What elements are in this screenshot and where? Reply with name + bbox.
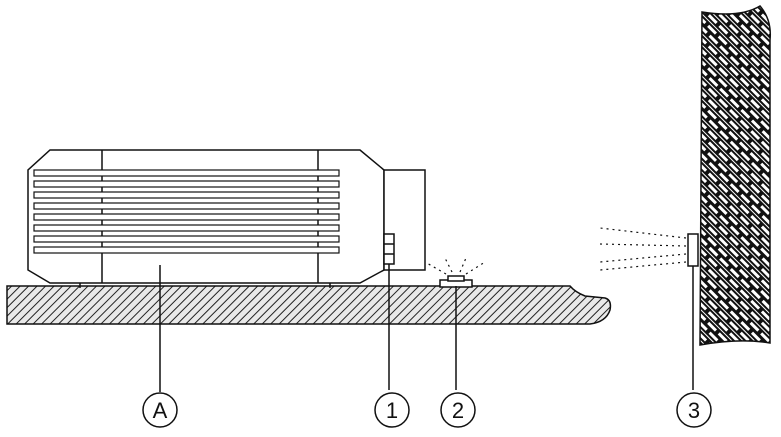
sensor-icon <box>599 227 699 390</box>
callout-2: 2 <box>440 392 476 428</box>
motor-icon <box>27 149 426 288</box>
sensor-icon <box>383 233 395 390</box>
callout-a-label: A <box>153 398 168 423</box>
sensor-icon <box>424 257 486 390</box>
callout-3-label: 3 <box>688 398 700 423</box>
floor-slab <box>6 285 612 325</box>
callout-3: 3 <box>676 392 712 428</box>
callout-1: 1 <box>374 392 410 428</box>
callout-1-label: 1 <box>386 398 398 423</box>
wall-icon <box>699 5 772 346</box>
callout-2-label: 2 <box>452 398 464 423</box>
callout-a: A <box>142 392 178 428</box>
